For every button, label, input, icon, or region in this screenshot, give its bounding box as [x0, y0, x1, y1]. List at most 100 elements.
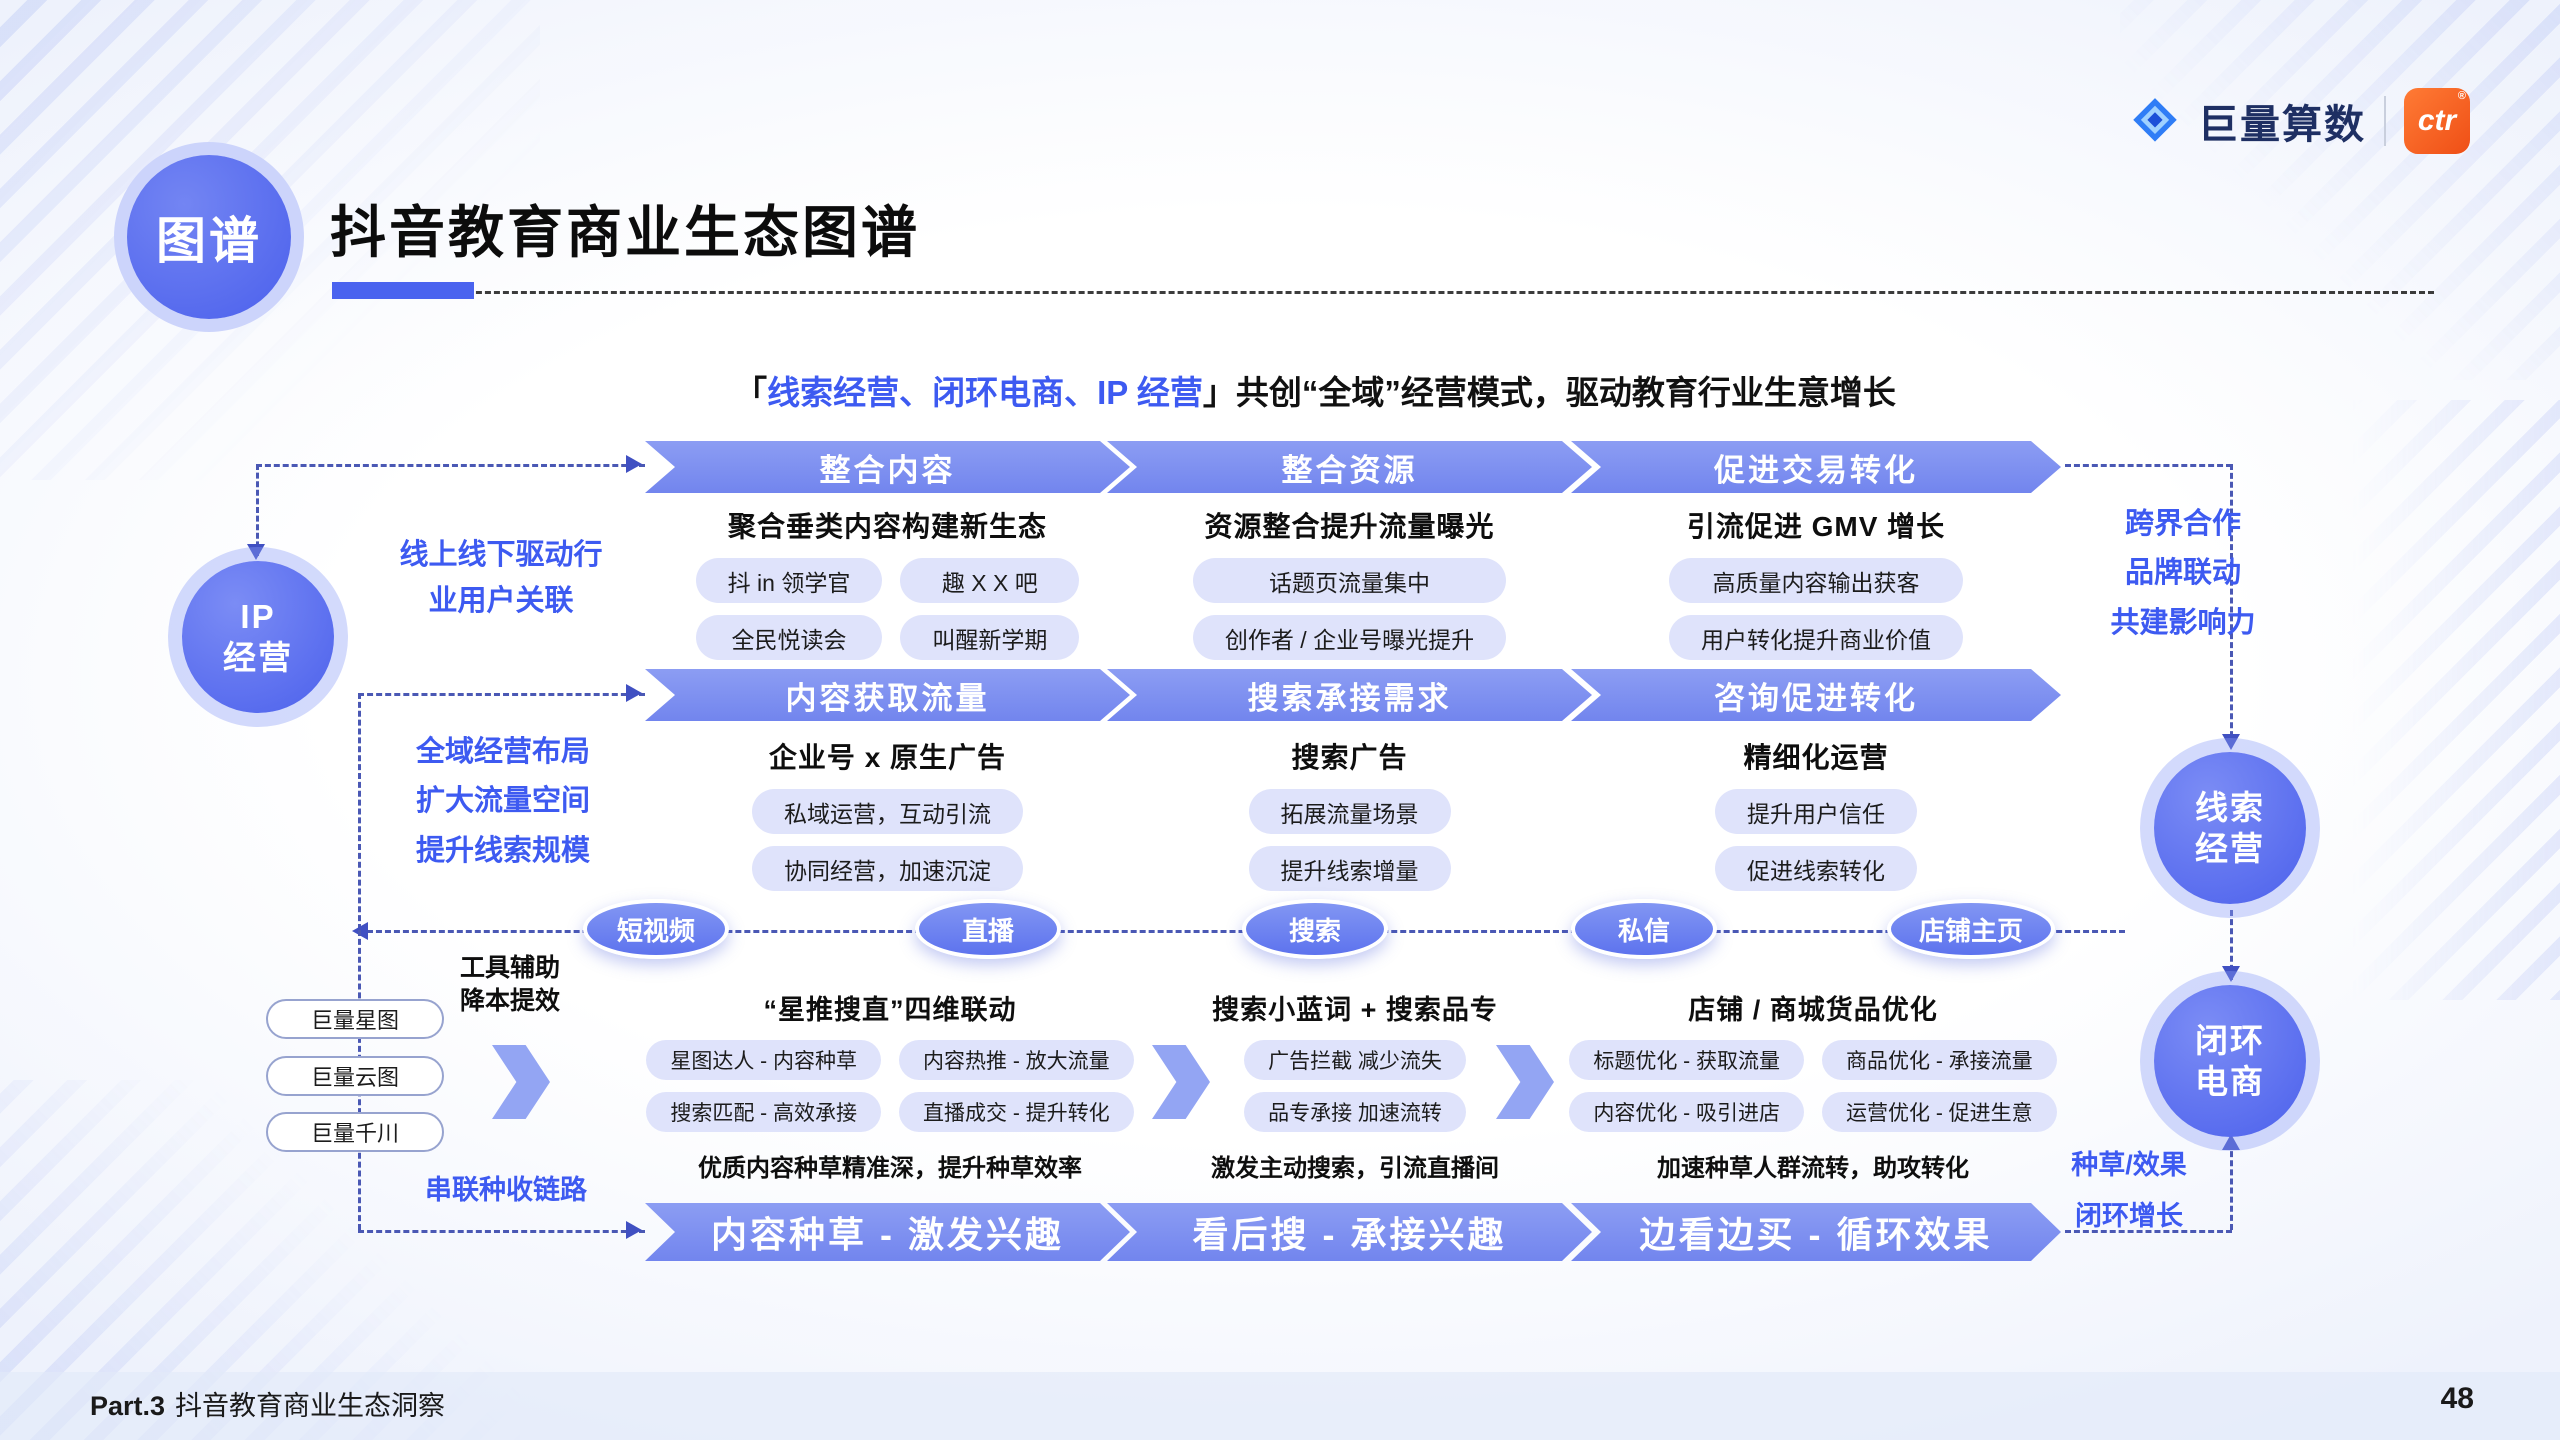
brand-area: 巨量算数 ctr ®: [2130, 88, 2470, 154]
row1-col3-pills: 高质量内容输出获客 用户转化提升商业价值: [1669, 558, 1963, 660]
tools-col2-pill: 品专承接 加速流转: [1244, 1092, 1466, 1132]
tools-col1-pills: 星图达人 - 内容种草 内容热推 - 放大流量 搜索匹配 - 高效承接 直播成交…: [646, 1040, 1134, 1132]
tools-col1-heading: “星推搜直”四维联动: [763, 995, 1017, 1025]
juliang-suanshu-logo-icon: [2130, 96, 2180, 146]
note-row1-right: 跨界合作 品牌联动 共建影响力: [2033, 500, 2333, 648]
row1-col2-pills: 话题页流量集中 创作者 / 企业号曝光提升: [1192, 558, 1507, 660]
circle-closedloop-ecommerce: 闭环 电商: [2154, 985, 2306, 1137]
brand-divider: [2384, 96, 2386, 146]
stripes-top-right: [2120, 0, 2560, 380]
row1-banner-1: 整合内容: [645, 441, 1130, 493]
row1-col1-pill: 抖 in 领学官: [695, 558, 883, 603]
circle-loop-line1: 闭环: [2195, 1021, 2265, 1059]
row2-col3-pill: 促进线索转化: [1715, 846, 1917, 891]
row2-col2-pills: 拓展流量场景 提升线索增量: [1248, 789, 1451, 891]
arrowhead-into-row2: [626, 684, 642, 702]
row2-col2-pill: 拓展流量场景: [1248, 789, 1451, 834]
ctr-logo-text: ctr: [2417, 104, 2457, 137]
title-dashed-line: [332, 291, 2434, 294]
title-underline: [332, 282, 474, 299]
row2-col3: 精细化运营 提升用户信任 促进线索转化: [1571, 736, 2061, 891]
tools-col3-pill: 内容优化 - 吸引进店: [1569, 1092, 1804, 1132]
row1-col3-pill: 高质量内容输出获客: [1669, 558, 1963, 603]
page-number: 48: [2440, 1382, 2474, 1415]
arrowhead-into-clue-circle: [2222, 734, 2240, 750]
tools-col2-pills: 广告拦截 减少流失 品专承接 加速流转: [1244, 1040, 1466, 1132]
row1-col1-pill: 叫醒新学期: [900, 615, 1080, 660]
row2-col1-pills: 私域运营，互动引流 协同经营，加速沉淀: [752, 789, 1023, 891]
row2-col3-pills: 提升用户信任 促进线索转化: [1715, 789, 1917, 891]
circle-clue-line2: 经营: [2195, 830, 2265, 867]
note-row1-right-line2: 品牌联动: [2124, 557, 2241, 590]
tool-pill-juliang-xingtu: 巨量星图: [266, 999, 444, 1039]
subtitle-rest: 共创“全域”经营模式，驱动教育行业生意增长: [1235, 374, 1896, 411]
arrowhead-into-ip-circle: [247, 544, 265, 560]
row1-banner-3: 促进交易转化: [1571, 441, 2061, 493]
tool-pill-juliang-yuntu: 巨量云图: [266, 1056, 444, 1096]
row1-col1-heading: 聚合垂类内容构建新生态: [727, 511, 1047, 542]
row2-banner-2: 搜索承接需求: [1107, 669, 1592, 721]
connector-row1-to-right: [2065, 464, 2232, 467]
caption-conversion: 加速种草人群流转，助攻转化: [1657, 1155, 1969, 1182]
channel-oval-dm: 私信: [1571, 899, 1717, 959]
tools-col1-pill: 搜索匹配 - 高效承接: [646, 1092, 881, 1132]
note-row1-left: 线上线下驱动行 业用户关联: [326, 532, 676, 625]
circle-ip-operation: IP 经营: [182, 561, 334, 713]
connector-left-vertical-mid: [358, 693, 361, 930]
row2-col2-heading: 搜索广告: [1291, 742, 1408, 773]
row1-col3: 引流促进 GMV 增长 高质量内容输出获客 用户转化提升商业价值: [1571, 505, 2061, 660]
tools-col2-pill: 广告拦截 减少流失: [1244, 1040, 1466, 1080]
row2-col2: 搜索广告 拓展流量场景 提升线索增量: [1107, 736, 1592, 891]
tools-col2-heading: 搜索小蓝词 + 搜索品专: [1212, 995, 1498, 1025]
connector-channels-line: [358, 930, 2125, 933]
channel-oval-live: 直播: [915, 899, 1061, 959]
tools-col3-pill: 标题优化 - 获取流量: [1569, 1040, 1804, 1080]
note-row2-left-line2: 扩大流量空间: [415, 785, 590, 818]
subtitle-bracket-open: 「: [734, 374, 768, 411]
connector-left-to-row2: [358, 693, 645, 696]
circle-ip-line1: IP: [240, 597, 276, 635]
row2-col3-pill: 提升用户信任: [1715, 789, 1917, 834]
row2-banner-3: 咨询促进转化: [1571, 669, 2061, 721]
connector-bottom-to-right: [2065, 1230, 2232, 1233]
ctr-registered-mark: ®: [2457, 90, 2466, 102]
tools-col3-pill: 商品优化 - 承接流量: [1822, 1040, 2057, 1080]
circle-clue-line1: 线索: [2195, 788, 2265, 826]
connector-ip-to-row1: [256, 464, 645, 467]
subtitle-highlight: 线索经营、闭环电商、IP 经营: [767, 374, 1203, 411]
arrowhead-into-row1: [626, 455, 642, 473]
row2-banner-1: 内容获取流量: [645, 669, 1130, 721]
note-row2-left-line1: 全域经营布局: [415, 736, 590, 768]
circle-ip-line2: 经营: [223, 639, 293, 676]
tools-col1-pill: 内容热推 - 放大流量: [899, 1040, 1134, 1080]
circle-clue-operation: 线索 经营: [2154, 752, 2306, 904]
row2-col1-pill: 私域运营，互动引流: [752, 789, 1023, 834]
note-bottom-right-line2: 闭环增长: [2075, 1201, 2183, 1232]
note-bottom-left: 串联种收链路: [425, 1175, 587, 1205]
connector-left-to-bottom-banner: [358, 1230, 645, 1233]
row2-col3-heading: 精细化运营: [1743, 742, 1889, 773]
row1-col2: 资源整合提升流量曝光 话题页流量集中 创作者 / 企业号曝光提升: [1107, 505, 1592, 660]
channel-oval-shortvideo: 短视频: [583, 899, 729, 959]
channel-oval-shop-home: 店铺主页: [1886, 899, 2056, 959]
row1-col1-pill: 趣 X X 吧: [900, 558, 1080, 603]
arrowhead-up-into-loop-circle: [2222, 1134, 2240, 1150]
row1-col3-heading: 引流促进 GMV 增长: [1686, 511, 1946, 542]
note-row2-left-line3: 提升线索规模: [415, 834, 590, 867]
circle-loop-line2: 电商: [2195, 1063, 2265, 1100]
row2-col2-pill: 提升线索增量: [1248, 846, 1451, 891]
tools-col3-heading: 店铺 / 商城货品优化: [1688, 995, 1938, 1025]
note-row1-left-line2: 业用户关联: [428, 585, 574, 618]
footer-part-label: Part.3: [90, 1391, 166, 1421]
footer-text: 抖音教育商业生态洞察: [175, 1391, 446, 1421]
note-row2-left: 全域经营布局 扩大流量空间 提升线索规模: [328, 728, 678, 876]
bottom-banner-1: 内容种草 - 激发兴趣: [645, 1203, 1130, 1261]
connector-right-vertical-top: [2230, 464, 2233, 746]
note-row1-left-line1: 线上线下驱动行: [399, 539, 603, 571]
tools-col1-pill: 星图达人 - 内容种草: [646, 1040, 881, 1080]
footer-band: [0, 1372, 2560, 1440]
row1-col1-pill: 全民悦读会: [695, 615, 883, 660]
subtitle-bracket-close: 」: [1202, 374, 1236, 411]
row2-col1-heading: 企业号 x 原生广告: [768, 742, 1007, 773]
title-badge: 图谱: [127, 155, 291, 319]
